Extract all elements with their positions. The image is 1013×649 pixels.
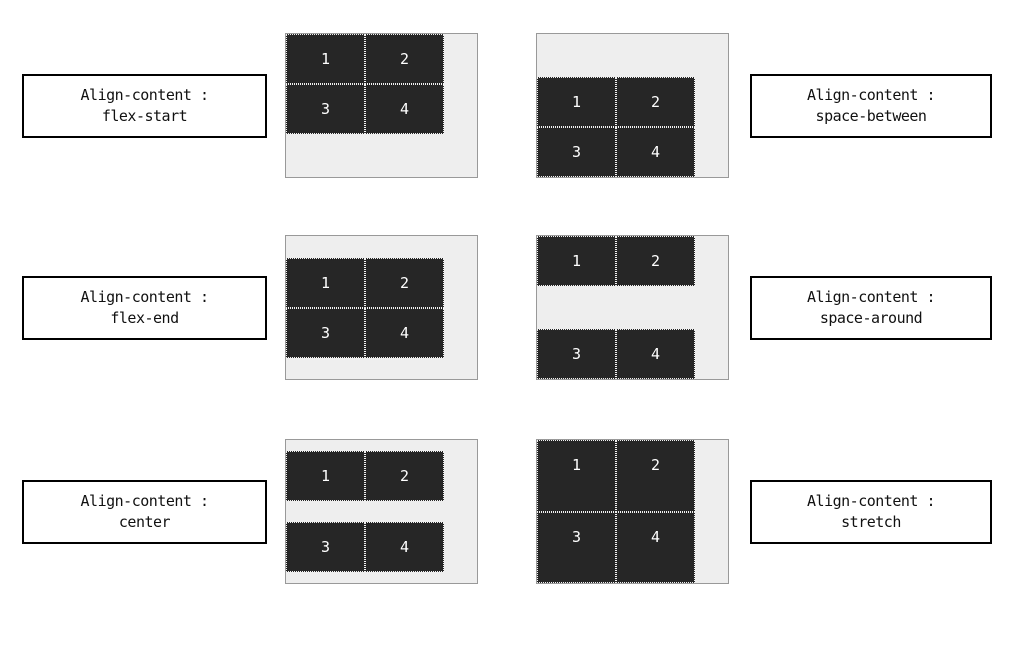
- label-value: space-around: [819, 308, 923, 327]
- flex-item-number: 2: [399, 273, 410, 292]
- flex-item-number: 4: [650, 527, 661, 546]
- flex-item-number: 1: [320, 50, 331, 68]
- flex-item-3: 3: [286, 522, 365, 573]
- flex-item-1: 1: [286, 450, 365, 501]
- flex-item-1: 1: [537, 236, 616, 286]
- flex-item-3: 3: [537, 329, 616, 379]
- label-box-space-around: Align-content : space-around: [750, 275, 992, 340]
- flex-item-number: 1: [571, 93, 582, 111]
- flex-item-2: 2: [616, 236, 695, 286]
- flex-item-1: 1: [286, 257, 365, 308]
- flex-item-2: 2: [365, 257, 444, 308]
- label-property: Align-content :: [807, 287, 935, 306]
- demo-space-around: 1 2 3 4: [536, 235, 729, 380]
- flex-item-1: 1: [537, 77, 616, 127]
- demo-center: 1 2 3 4: [285, 439, 478, 584]
- diagram-row-1: Align-content : flex-start 1 2 3 4 1 2 3…: [0, 33, 1013, 178]
- flex-item-number: 1: [320, 466, 331, 485]
- flex-item-3: 3: [537, 511, 616, 583]
- flex-item-4: 4: [365, 307, 444, 358]
- flex-item-number: 4: [650, 143, 661, 161]
- label-box-center: Align-content : center: [22, 479, 267, 544]
- flex-item-number: 3: [571, 143, 582, 161]
- flex-item-3: 3: [286, 307, 365, 358]
- flex-item-number: 2: [650, 456, 661, 474]
- label-box-space-between: Align-content : space-between: [750, 73, 992, 138]
- diagram-row-2: Align-content : flex-end 1 2 3 4 1 2 3 4…: [0, 235, 1013, 380]
- flex-item-4: 4: [616, 329, 695, 379]
- label-property: Align-content :: [80, 491, 209, 510]
- label-value: stretch: [841, 512, 901, 531]
- flex-item-2: 2: [616, 440, 695, 512]
- label-value: flex-start: [101, 106, 188, 125]
- demo-flex-start: 1 2 3 4: [285, 33, 478, 178]
- flex-item-number: 3: [320, 323, 331, 342]
- label-property: Align-content :: [80, 287, 209, 306]
- flex-item-number: 2: [650, 93, 661, 111]
- flex-item-4: 4: [616, 511, 695, 583]
- flex-item-4: 4: [365, 84, 444, 134]
- flex-item-4: 4: [616, 127, 695, 177]
- label-property: Align-content :: [807, 85, 935, 104]
- flex-item-number: 1: [571, 456, 582, 474]
- flex-item-1: 1: [286, 34, 365, 84]
- label-value: center: [118, 512, 171, 531]
- flex-item-number: 3: [320, 538, 331, 557]
- flex-item-number: 3: [571, 345, 582, 363]
- diagram-row-3: Align-content : center 1 2 3 4 1 2 3 4 A…: [0, 439, 1013, 584]
- flex-item-4: 4: [365, 522, 444, 573]
- flex-item-number: 1: [571, 252, 582, 270]
- demo-flex-end: 1 2 3 4: [285, 235, 478, 380]
- label-property: Align-content :: [80, 85, 209, 104]
- flex-item-2: 2: [365, 450, 444, 501]
- label-box-flex-end: Align-content : flex-end: [22, 275, 267, 340]
- demo-space-between: 1 2 3 4: [536, 33, 729, 178]
- flex-item-number: 1: [320, 273, 331, 292]
- demo-stretch: 1 2 3 4: [536, 439, 729, 584]
- label-box-flex-start: Align-content : flex-start: [22, 73, 267, 138]
- label-value: flex-end: [110, 308, 179, 327]
- flex-item-number: 3: [571, 527, 582, 546]
- label-box-stretch: Align-content : stretch: [750, 479, 992, 544]
- flex-item-3: 3: [537, 127, 616, 177]
- flex-item-number: 2: [399, 50, 410, 68]
- flex-item-number: 2: [399, 466, 410, 485]
- flex-item-3: 3: [286, 84, 365, 134]
- flex-item-number: 4: [399, 538, 410, 557]
- label-value: space-between: [815, 106, 927, 125]
- flex-item-number: 4: [399, 323, 410, 342]
- flex-item-1: 1: [537, 440, 616, 512]
- label-property: Align-content :: [807, 491, 935, 510]
- flex-item-2: 2: [616, 77, 695, 127]
- flex-item-number: 4: [650, 345, 661, 363]
- flex-item-number: 4: [399, 100, 410, 118]
- flex-item-2: 2: [365, 34, 444, 84]
- flex-item-number: 2: [650, 252, 661, 270]
- flex-item-number: 3: [320, 100, 331, 118]
